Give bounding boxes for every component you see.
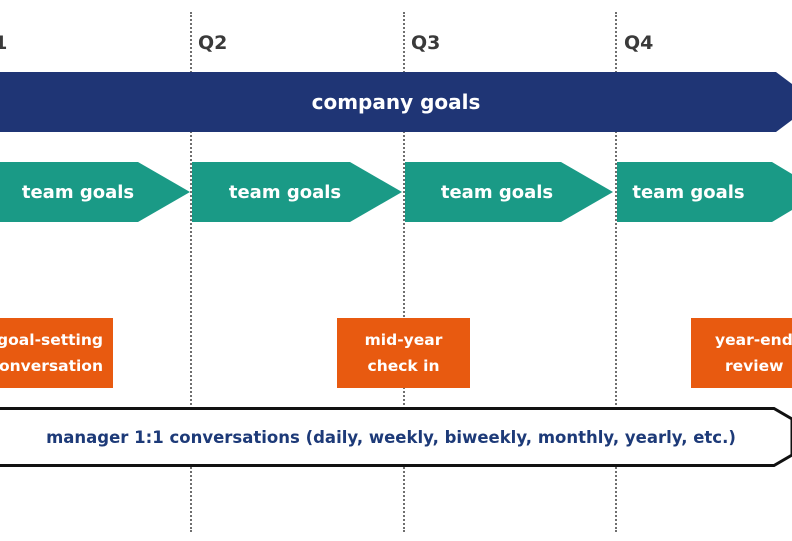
team-goals-arrow-q1-shape [0, 162, 190, 222]
team-goals-label-q1: team goals [21, 181, 135, 203]
team-goals-arrow-q3: team goals [405, 162, 613, 222]
mid-year-line-2: check in [367, 357, 440, 375]
quarter-divider-q4 [615, 12, 617, 532]
team-goals-label-q3: team goals [440, 181, 554, 203]
team-goals-label-q2: team goals [228, 181, 342, 203]
goal-setting-conversation-box: goal-setting conversation [0, 318, 113, 388]
company-goals-arrow-shape [0, 72, 792, 132]
quarter-label-q4: Q4 [624, 32, 654, 54]
mid-year-line-1: mid-year [364, 331, 443, 349]
team-goals-arrow-q1: team goals [0, 162, 190, 222]
company-goals-label: company goals [311, 90, 481, 114]
team-goals-label-q4: team goals [632, 181, 745, 203]
manager-conversations-label: manager 1:1 conversations (daily, weekly… [46, 427, 736, 447]
goal-setting-line-1: goal-setting [0, 331, 103, 349]
manager-conversations-arrow: manager 1:1 conversations (daily, weekly… [0, 407, 792, 467]
quarter-label-q2: Q2 [198, 32, 228, 54]
goal-setting-line-2: conversation [0, 357, 103, 375]
quarter-label-q3: Q3 [411, 32, 441, 54]
quarter-label-q1: Q1 [0, 32, 8, 54]
quarter-divider-q2 [190, 12, 192, 532]
company-goals-arrow: company goals [0, 72, 792, 132]
year-end-review-box: year-end review [691, 318, 792, 388]
year-end-line-2: review [725, 357, 784, 375]
team-goals-arrow-q2: team goals [192, 162, 402, 222]
year-end-line-1: year-end [715, 331, 792, 349]
quarter-divider-q3 [403, 12, 405, 532]
mid-year-check-in-box: mid-year check in [337, 318, 470, 388]
team-goals-arrow-q2-shape [192, 162, 402, 222]
team-goals-arrow-q4-shape [617, 162, 792, 222]
manager-conversations-arrow-shape [0, 407, 792, 467]
team-goals-arrow-q3-shape [405, 162, 613, 222]
team-goals-arrow-q4: team goals [617, 162, 792, 222]
